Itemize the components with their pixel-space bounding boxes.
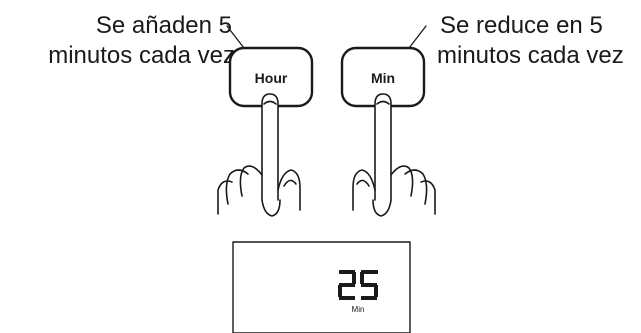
timer-display xyxy=(232,241,411,333)
display-digits xyxy=(338,270,378,300)
hour-button[interactable]: Hour xyxy=(228,46,314,108)
caption-add-line1: Se añaden 5 xyxy=(95,12,232,39)
display-unit: Min xyxy=(352,305,365,314)
caption-reduce-line1: Se reduce en 5 xyxy=(440,12,603,39)
hour-button-label: Hour xyxy=(255,70,288,86)
digit-2 xyxy=(338,270,356,300)
caption-add-line2: minutos cada vez xyxy=(48,42,235,69)
pointing-hand-icon xyxy=(352,93,436,217)
min-button-label: Min xyxy=(371,70,395,86)
digit-5 xyxy=(360,270,378,300)
pointing-hand-icon xyxy=(217,93,301,217)
caption-reduce-line2: minutos cada vez xyxy=(437,42,624,69)
